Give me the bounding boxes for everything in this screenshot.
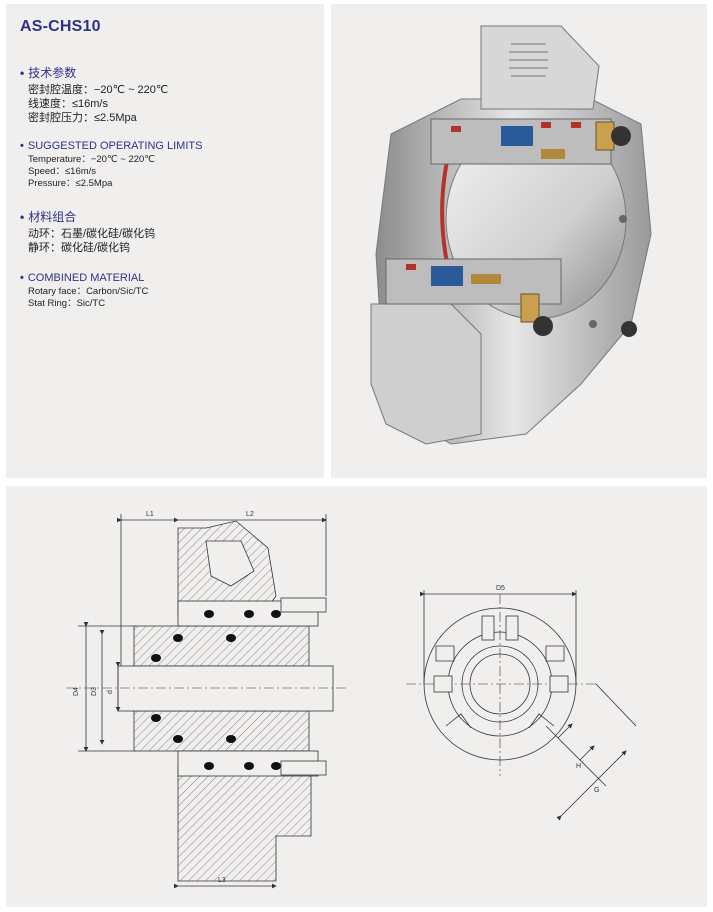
spec-line: Stat Ring：Sic/TC (28, 298, 106, 309)
spec-panel: AS-CHS10 •技术参数 密封腔温度：−20℃ ~ 220℃ 线速度：≤16… (6, 4, 324, 478)
dim-label-l1: L1 (146, 511, 154, 518)
section-heading: 技术参数 (28, 66, 77, 80)
section-heading: COMBINED MATERIAL (27, 272, 145, 284)
section-combined-material: •COMBINED MATERIAL Rotary face：Carbon/Si… (20, 272, 149, 309)
end-view: D5 H G (406, 585, 637, 821)
technical-drawing-panel: L1 L2 L3 D4 D3 d (6, 486, 707, 907)
dim-label-d5: D5 (496, 585, 505, 592)
technical-drawing: L1 L2 L3 D4 D3 d (66, 511, 637, 889)
product-title: AS-CHS10 (20, 18, 101, 35)
product-render-panel (331, 4, 707, 478)
spec-line: 线速度：≤16m/s (28, 98, 108, 110)
section-heading: 材料组合 (28, 210, 77, 224)
spec-line: 密封腔压力：≤2.5Mpa (28, 112, 137, 124)
seal-cutaway-render (370, 25, 652, 445)
spec-line: 动环：石墨/碳化硅/碳化钨 (28, 228, 156, 240)
spec-line: Pressure：≤2.5Mpa (28, 178, 113, 189)
spec-line: 密封腔温度：−20℃ ~ 220℃ (28, 84, 169, 96)
dim-label-d4: D4 (73, 687, 80, 696)
dim-label-l2: L2 (246, 511, 254, 518)
section-heading: SUGGESTED OPERATING LIMITS (27, 140, 203, 152)
section-view: L1 L2 L3 D4 D3 d (66, 511, 346, 889)
dim-label-d: d (107, 690, 114, 694)
dim-label-g: G (594, 787, 599, 794)
section-tech-params-cn: •技术参数 密封腔温度：−20℃ ~ 220℃ 线速度：≤16m/s 密封腔压力… (20, 66, 169, 124)
spec-line: Temperature：−20℃ ~ 220℃ (28, 154, 155, 165)
section-materials-cn: •材料组合 动环：石墨/碳化硅/碳化钨 静环：碳化硅/碳化钨 (20, 210, 156, 254)
spec-line: 静环：碳化硅/碳化钨 (28, 242, 131, 254)
dim-label-h: H (576, 763, 581, 770)
spec-line: Speed：≤16m/s (28, 166, 97, 177)
dim-label-d3: D3 (91, 687, 98, 696)
section-operating-limits: •SUGGESTED OPERATING LIMITS Temperature：… (20, 140, 203, 189)
spec-line: Rotary face：Carbon/Sic/TC (28, 286, 149, 297)
dim-label-l3: L3 (218, 877, 226, 884)
